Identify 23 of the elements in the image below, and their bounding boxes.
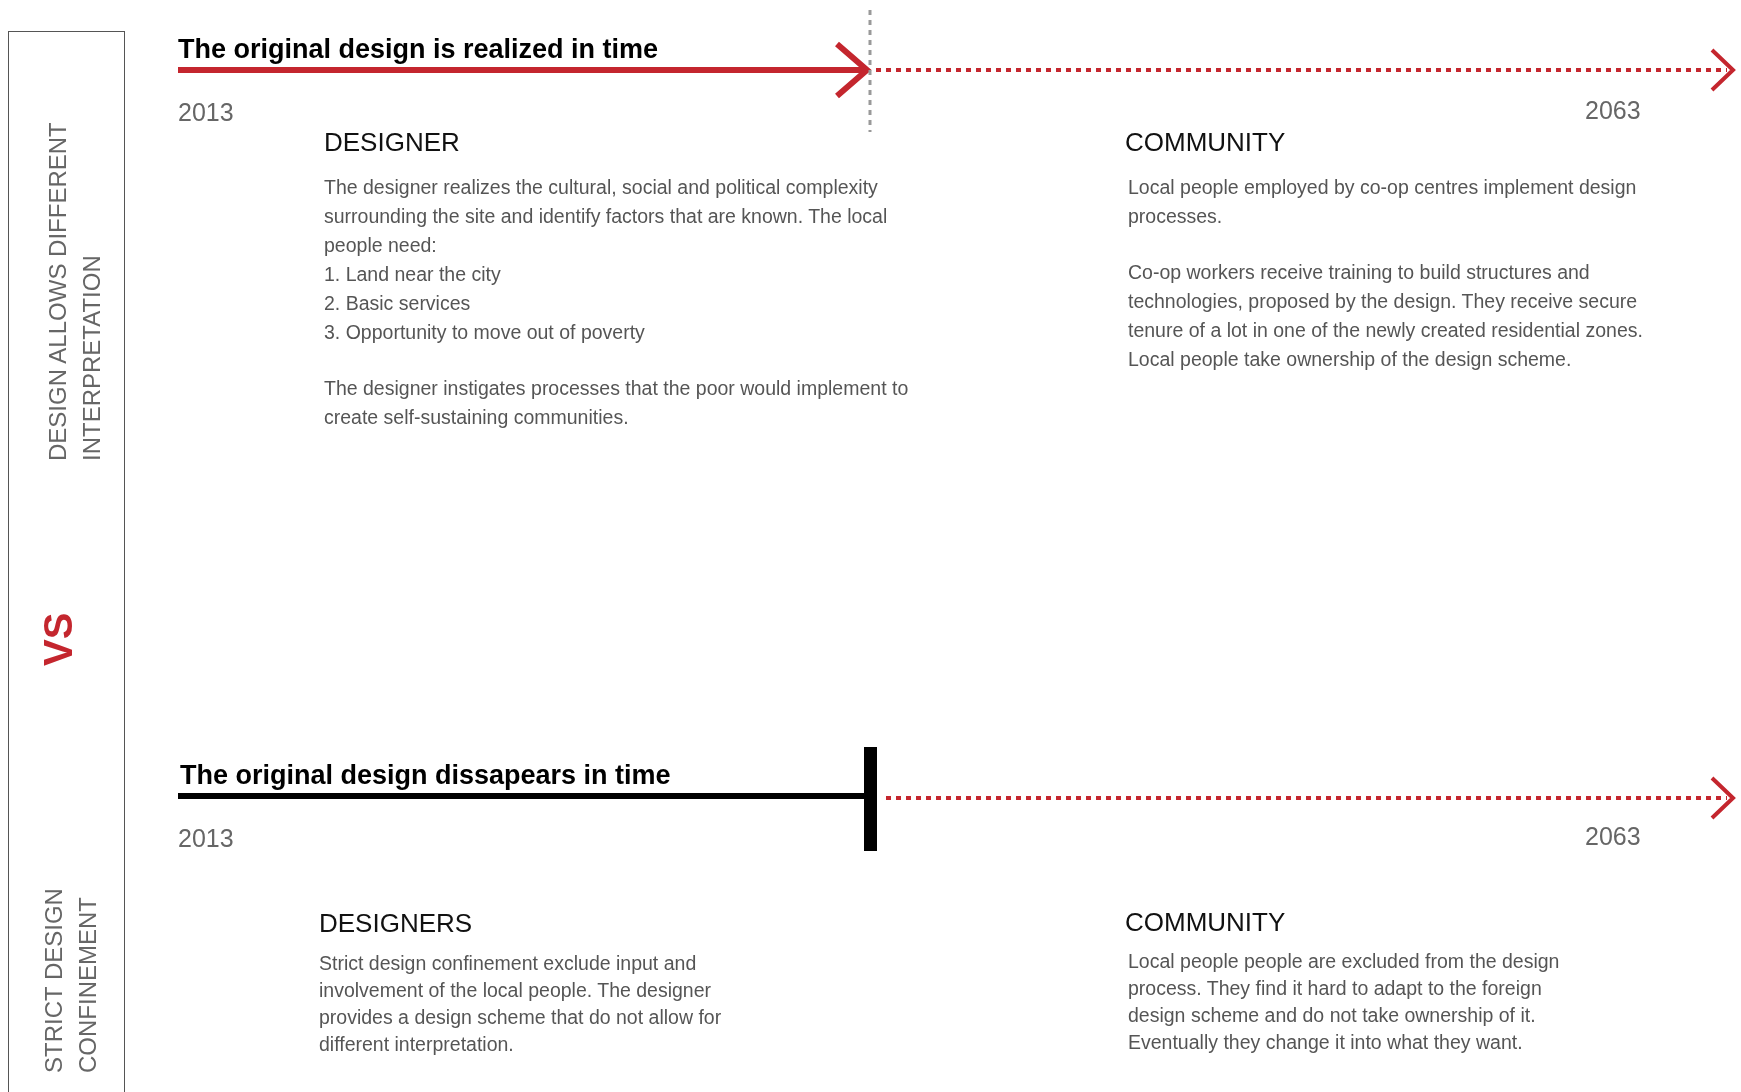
list-item: 3. Opportunity to move out of poverty xyxy=(324,320,646,345)
section-heading: COMMUNITY xyxy=(1125,127,1286,158)
paragraph: Co-op workers receive training to build structures and technologies, proposed by the design. They receive secure tenure of a lot in one of the newly created residential zones. Local people take ownership of the design scheme. xyxy=(1128,260,1644,372)
section-heading: DESIGNERS xyxy=(319,908,473,939)
year-label: 2013 xyxy=(178,824,234,853)
paragraph: Strict design confinement exclude input and involvement of the local people. The designer provides a design scheme that do not allow for different interpretation. xyxy=(319,951,723,1057)
paragraph: Local people people are excluded from the design process. They find it hard to adapt to the foreign design scheme and do not take ownership of it. Eventually they change it into what they want. xyxy=(1128,949,1561,1055)
panel-heading: STRICT DESIGN CONFINEMENT xyxy=(39,887,102,1073)
timeline-title: The original design is realized in time xyxy=(178,34,659,65)
panel-heading: DESIGN ALLOWS DIFFERENT INTERPRETATION xyxy=(43,121,106,461)
paragraph: The designer instigates processes that the poor would implement to create self-sustaining communities. xyxy=(324,376,910,430)
list-item: 1. Land near the city xyxy=(324,262,502,287)
year-label: 2013 xyxy=(178,98,234,127)
side-panel xyxy=(8,31,125,1092)
paragraph: The designer realizes the cultural, social and political complexity surrounding the site and identify factors that are known. The local people need: xyxy=(324,175,889,258)
paragraph: Local people employed by co-op centres implement design processes. xyxy=(1128,175,1638,229)
versus-label: VS xyxy=(36,612,81,666)
section-heading: DESIGNER xyxy=(324,127,460,158)
year-label: 2063 xyxy=(1585,822,1641,851)
section-heading: COMMUNITY xyxy=(1125,907,1286,938)
timeline-title: The original design dissapears in time xyxy=(180,760,671,791)
year-label: 2063 xyxy=(1585,96,1641,125)
list-item: 2. Basic services xyxy=(324,291,472,316)
